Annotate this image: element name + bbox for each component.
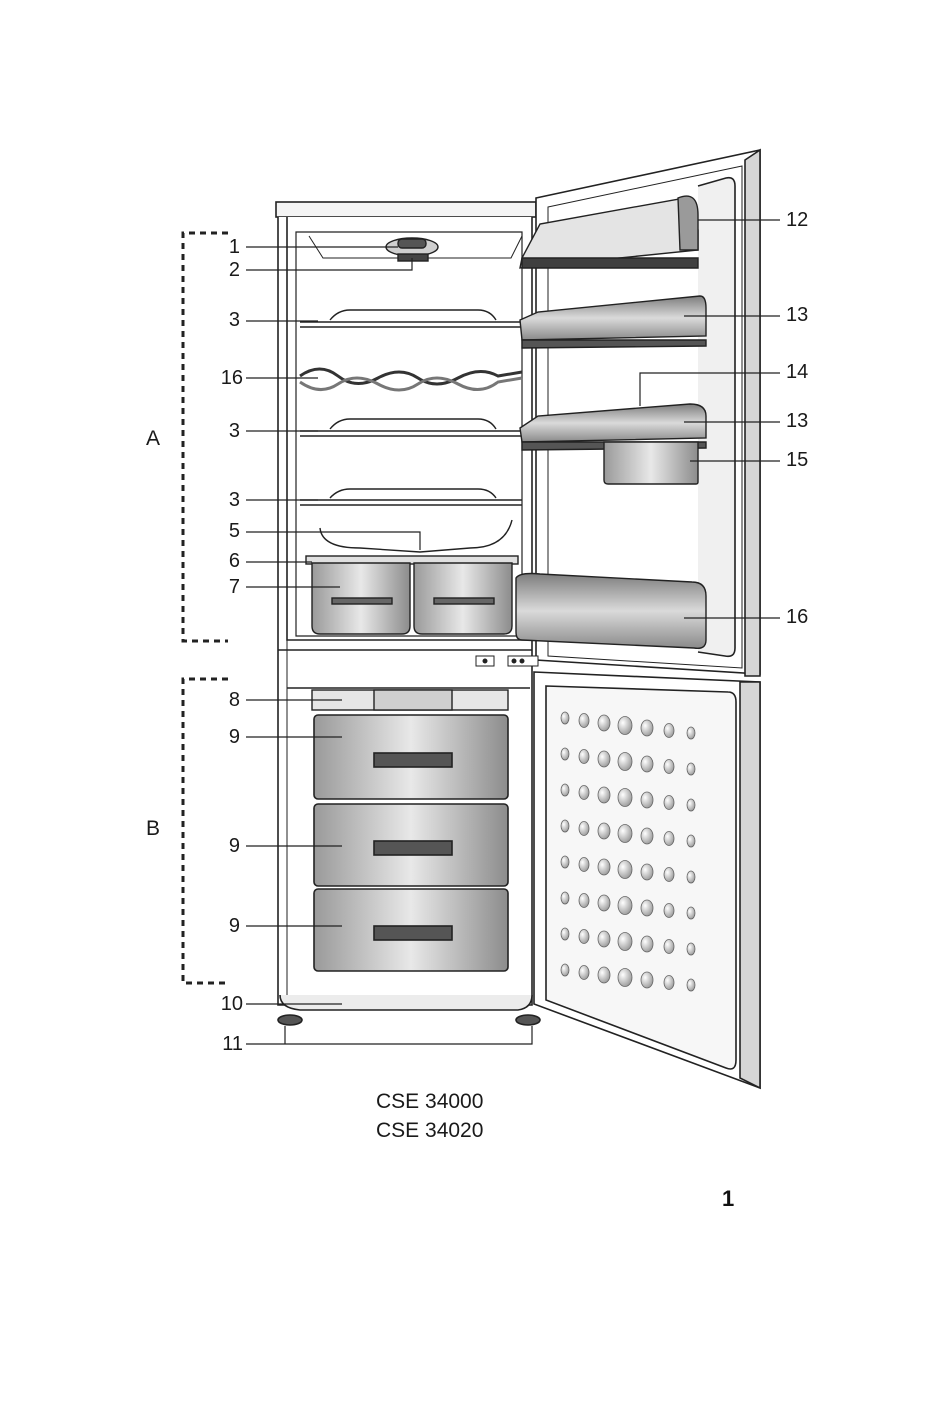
dimple bbox=[579, 714, 589, 728]
dimple bbox=[598, 859, 610, 875]
dimple bbox=[579, 822, 589, 836]
dimple bbox=[618, 789, 632, 807]
callout-crisper-cover: 5 bbox=[200, 521, 240, 541]
section-label-a: A bbox=[146, 427, 160, 451]
section-label-b: B bbox=[146, 817, 160, 841]
callout-freezer-flap: 8 bbox=[200, 690, 240, 710]
dimple bbox=[664, 796, 674, 810]
callout-bottle-shelf: 16 bbox=[786, 607, 808, 627]
dimple bbox=[598, 895, 610, 911]
dimple bbox=[561, 964, 569, 976]
dimple bbox=[664, 976, 674, 990]
dimple bbox=[641, 792, 653, 808]
dimple bbox=[618, 753, 632, 771]
dimple bbox=[561, 748, 569, 760]
callout-thermostat: 2 bbox=[200, 260, 240, 280]
callout-crisper-frame: 6 bbox=[200, 551, 240, 571]
callout-shelf: 3 bbox=[200, 421, 240, 441]
dimple bbox=[687, 943, 695, 955]
callout-freezer-drawer: 9 bbox=[200, 727, 240, 747]
callout-door-shelf-divider: 14 bbox=[786, 362, 808, 382]
callout-door-shelf: 13 bbox=[786, 305, 808, 325]
dimple bbox=[664, 724, 674, 738]
dimple bbox=[598, 931, 610, 947]
dimple bbox=[687, 727, 695, 739]
dimple bbox=[664, 940, 674, 954]
plinth bbox=[278, 995, 540, 1025]
callout-egg-tray: 15 bbox=[786, 450, 808, 470]
callout-plinth: 10 bbox=[203, 994, 243, 1014]
dimple bbox=[641, 936, 653, 952]
dimple bbox=[579, 786, 589, 800]
dimple bbox=[618, 897, 632, 915]
dimple bbox=[598, 715, 610, 731]
dimple bbox=[687, 871, 695, 883]
dimple bbox=[641, 720, 653, 736]
dimple bbox=[598, 751, 610, 767]
dimple bbox=[618, 969, 632, 987]
dimple bbox=[579, 930, 589, 944]
dimple bbox=[664, 868, 674, 882]
dimple bbox=[664, 904, 674, 918]
callout-wine-rack: 16 bbox=[203, 368, 243, 388]
dimple bbox=[641, 900, 653, 916]
section-bracket-b bbox=[183, 679, 228, 983]
dimple bbox=[664, 760, 674, 774]
dimple bbox=[618, 933, 632, 951]
dimple bbox=[618, 861, 632, 879]
dimple bbox=[641, 864, 653, 880]
callout-dairy: 12 bbox=[786, 210, 808, 230]
dimple bbox=[598, 823, 610, 839]
dimple bbox=[579, 750, 589, 764]
callout-feet: 11 bbox=[203, 1034, 243, 1054]
callout-door-shelf: 13 bbox=[786, 411, 808, 431]
callout-freezer-drawer: 9 bbox=[200, 916, 240, 936]
dimple bbox=[641, 828, 653, 844]
dimple bbox=[598, 967, 610, 983]
dimple bbox=[579, 966, 589, 980]
dimple bbox=[561, 856, 569, 868]
dimple bbox=[641, 756, 653, 772]
dimple bbox=[687, 907, 695, 919]
callout-shelf: 3 bbox=[200, 310, 240, 330]
callout-light: 1 bbox=[200, 237, 240, 257]
dimple bbox=[687, 979, 695, 991]
callout-crisper: 7 bbox=[200, 577, 240, 597]
dimple bbox=[579, 858, 589, 872]
dimple bbox=[579, 894, 589, 908]
dimple bbox=[561, 712, 569, 724]
page-number: 1 bbox=[722, 1186, 734, 1212]
dimple bbox=[561, 928, 569, 940]
model-name: CSE 34000 bbox=[376, 1090, 483, 1114]
dimple bbox=[598, 787, 610, 803]
dimple bbox=[664, 832, 674, 846]
bottle-shelf bbox=[516, 574, 706, 649]
egg-tray bbox=[604, 442, 698, 484]
dimple bbox=[561, 820, 569, 832]
dimple bbox=[687, 835, 695, 847]
dimple bbox=[618, 825, 632, 843]
dimple bbox=[687, 799, 695, 811]
callout-freezer-drawer: 9 bbox=[200, 836, 240, 856]
freezer-drawers bbox=[314, 715, 508, 971]
model-name: CSE 34020 bbox=[376, 1119, 483, 1143]
dimple bbox=[687, 763, 695, 775]
dimple bbox=[561, 784, 569, 796]
callout-shelf: 3 bbox=[200, 490, 240, 510]
dimple bbox=[618, 717, 632, 735]
dimple bbox=[561, 892, 569, 904]
dimple bbox=[641, 972, 653, 988]
